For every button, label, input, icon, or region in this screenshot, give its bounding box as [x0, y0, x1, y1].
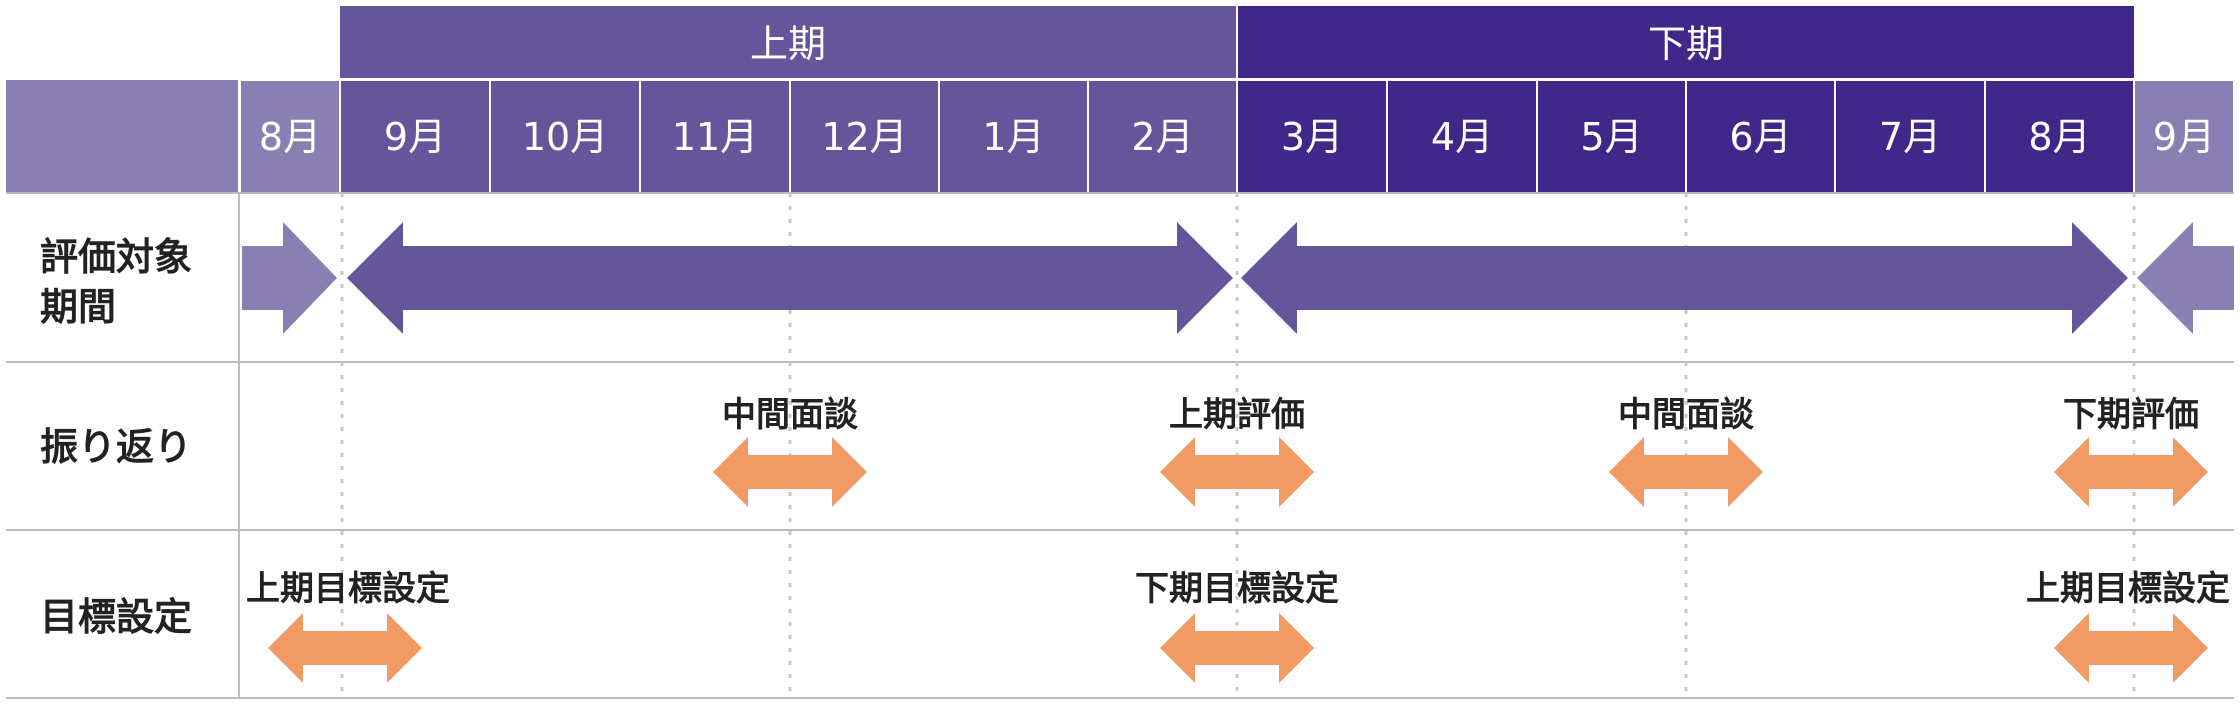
month-label: 9月 — [384, 115, 446, 159]
month-cell — [2133, 79, 2235, 194]
review-mid-interview-arrow-1 — [713, 437, 867, 507]
month-cell — [339, 79, 491, 194]
month-label: 10月 — [522, 115, 608, 159]
review-first-half-eval-arrow — [1160, 437, 1314, 507]
goal-first-half-label-1: 上期目標設定 — [246, 569, 450, 609]
row-labels: 評価対象 期間 振り返り 目標設定 — [40, 235, 192, 639]
month-cell — [938, 79, 1089, 194]
evaluation-period-arrows — [242, 222, 2234, 334]
first-half-header-band — [340, 6, 1237, 78]
next-period-edge-arrow — [2137, 222, 2234, 334]
month-cell — [1834, 79, 1986, 194]
review-mid-interview-label-2: 中間面談 — [1618, 395, 1755, 435]
month-label: 8月 — [259, 115, 321, 159]
goal-setting-events: 上期目標設定 下期目標設定 上期目標設定 — [246, 569, 2230, 683]
row-label-review: 振り返り — [40, 425, 192, 469]
row-label-evaluation-period-line2: 期間 — [40, 285, 116, 329]
month-label: 6月 — [1729, 115, 1791, 159]
review-second-half-eval-arrow — [2054, 437, 2208, 507]
month-label: 8月 — [2028, 115, 2090, 159]
first-half-label: 上期 — [750, 22, 826, 66]
prev-period-edge-arrow — [242, 222, 337, 334]
month-label: 12月 — [821, 115, 907, 159]
row-label-goal-setting: 目標設定 — [40, 595, 192, 639]
review-first-half-eval-label: 上期評価 — [1169, 395, 1305, 435]
month-cell — [1984, 79, 2135, 194]
review-mid-interview-label-1: 中間面談 — [722, 395, 859, 435]
goal-first-half-arrow-2 — [2054, 613, 2208, 683]
period-header: 上期 下期 — [340, 6, 2134, 78]
review-events: 中間面談 上期評価 中間面談 下期評価 — [713, 395, 2208, 507]
second-half-label: 下期 — [1648, 22, 1724, 66]
review-second-half-eval-label: 下期評価 — [2063, 395, 2199, 435]
month-cell — [639, 79, 791, 194]
month-label: 4月 — [1431, 115, 1493, 159]
month-cell — [1685, 79, 1836, 194]
month-label: 3月 — [1281, 115, 1343, 159]
goal-second-half-arrow — [1160, 613, 1314, 683]
month-label: 2月 — [1131, 115, 1193, 159]
corner-header-cell — [6, 80, 238, 193]
month-header-row: 8月 9月 10月 11月 12月 1月 2月 3月 4月 5月 6月 7月 8月 9月 — [6, 79, 2235, 194]
first-half-period-arrow — [347, 222, 1233, 334]
month-label: 7月 — [1879, 115, 1941, 159]
month-label: 9月 — [2153, 115, 2215, 159]
month-cells: 8月 9月 10月 11月 12月 1月 2月 3月 4月 5月 6月 7月 8月 9月 — [239, 79, 2235, 194]
month-cell — [489, 79, 641, 194]
goal-first-half-label-2: 上期目標設定 — [2026, 569, 2230, 609]
row-grid — [6, 192, 2234, 699]
row-label-evaluation-period-line1: 評価対象 — [40, 235, 192, 279]
goal-first-half-arrow-1 — [268, 613, 422, 683]
month-label: 1月 — [982, 115, 1044, 159]
goal-second-half-label: 下期目標設定 — [1135, 569, 1339, 609]
second-half-period-arrow — [1241, 222, 2128, 334]
second-half-header-band — [1237, 6, 2134, 78]
month-label: 11月 — [672, 115, 758, 159]
review-mid-interview-arrow-2 — [1609, 437, 1763, 507]
month-label: 5月 — [1580, 115, 1642, 159]
month-cell — [789, 79, 940, 194]
